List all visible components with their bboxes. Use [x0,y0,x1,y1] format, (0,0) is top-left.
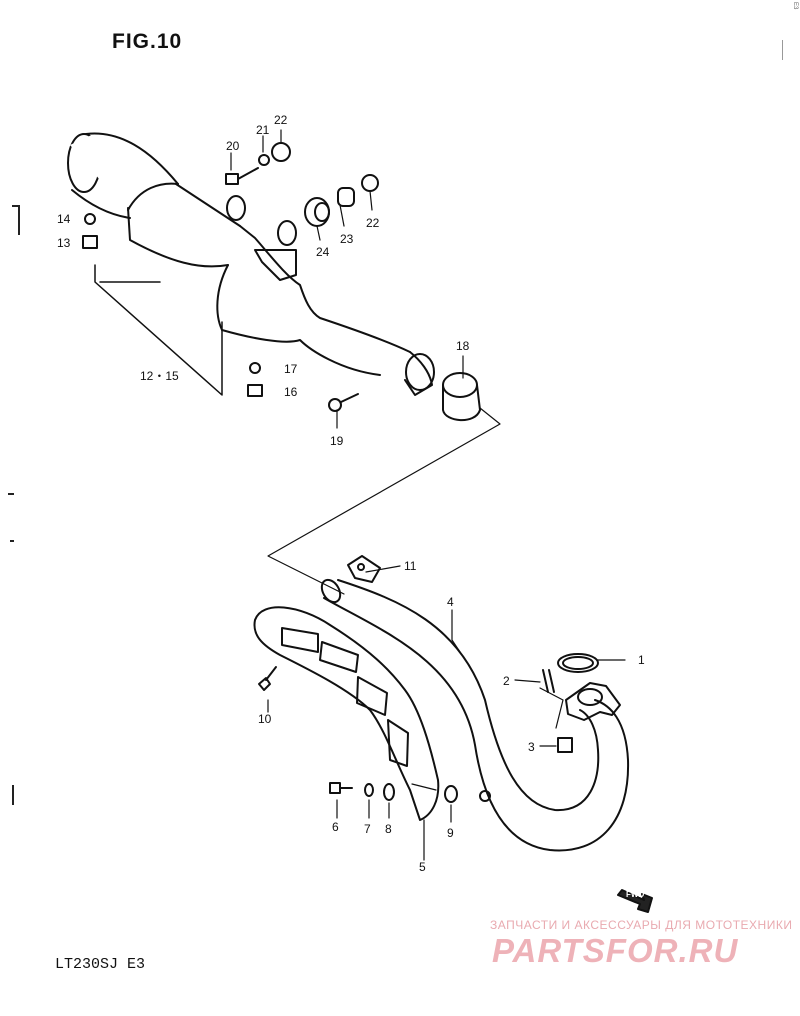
label-5: 5 [419,860,426,874]
label-9: 9 [447,826,454,840]
washer-part-7 [364,783,374,797]
model-code: LT230SJ E3 [55,956,146,973]
washer-part-21 [258,154,270,166]
stud-part-2 [542,669,555,693]
scan-mark [12,205,20,207]
bolt-part-6 [329,782,353,794]
washer-part-8 [383,783,395,801]
washer-part-22b [361,174,379,192]
flange-part [565,682,621,721]
label-19: 19 [330,434,344,448]
label-10: 10 [258,712,272,726]
label-21: 21 [256,123,270,137]
label-2: 2 [503,674,510,688]
bolt-part-10 [258,666,277,691]
muffler [67,132,435,396]
bolt-part-19 [328,393,359,412]
scan-mark [12,785,14,805]
label-7: 7 [364,822,371,836]
nut-part-16 [247,384,263,397]
label-16: 16 [284,385,298,399]
label-8: 8 [385,822,392,836]
washer-part-17 [249,362,261,374]
label-6: 6 [332,820,339,834]
scan-mark [782,40,783,60]
bolt-part-20 [225,167,259,185]
heat-shield-part-5 [253,606,440,821]
label-22b: 22 [366,216,380,230]
label-17: 17 [284,362,298,376]
nut-part-3 [557,737,573,753]
label-1: 1 [638,653,645,667]
scan-mark [8,493,14,495]
washer-part-14 [84,213,96,225]
nut-part-13 [82,235,98,249]
gasket-part-18 [442,372,481,422]
fwd-arrow-icon [617,889,653,913]
scan-mark [10,540,14,542]
collar-part-23 [337,187,355,207]
washer-part-9 [444,785,458,803]
label-11: 11 [404,559,417,573]
washer-part-22a [271,142,291,162]
watermark-logo: PARTSFOR.RU [492,932,739,969]
clamp-part-11 [347,555,381,583]
label-14: 14 [57,212,71,226]
exhaust-pipe-part-4 [320,578,630,852]
watermark-text: ЗАПЧАСТИ И АКСЕССУАРЫ ДЛЯ МОТОТЕХНИКИ [490,918,793,932]
label-23: 23 [340,232,354,246]
scan-mark [18,205,20,235]
label-13: 13 [57,236,71,250]
label-18: 18 [456,339,470,353]
label-20: 20 [226,139,240,153]
grommet-part-24 [304,197,330,227]
fwd-label: FWD [626,890,645,899]
label-12-15: 12・15 [140,369,179,383]
label-4: 4 [447,595,454,609]
label-22a: 22 [274,113,288,127]
label-3: 3 [528,740,535,754]
figure-title: FIG.10 [112,30,183,53]
corner-mark: E3 [792,2,798,10]
label-24: 24 [316,245,330,259]
gasket-part-1 [557,653,599,673]
